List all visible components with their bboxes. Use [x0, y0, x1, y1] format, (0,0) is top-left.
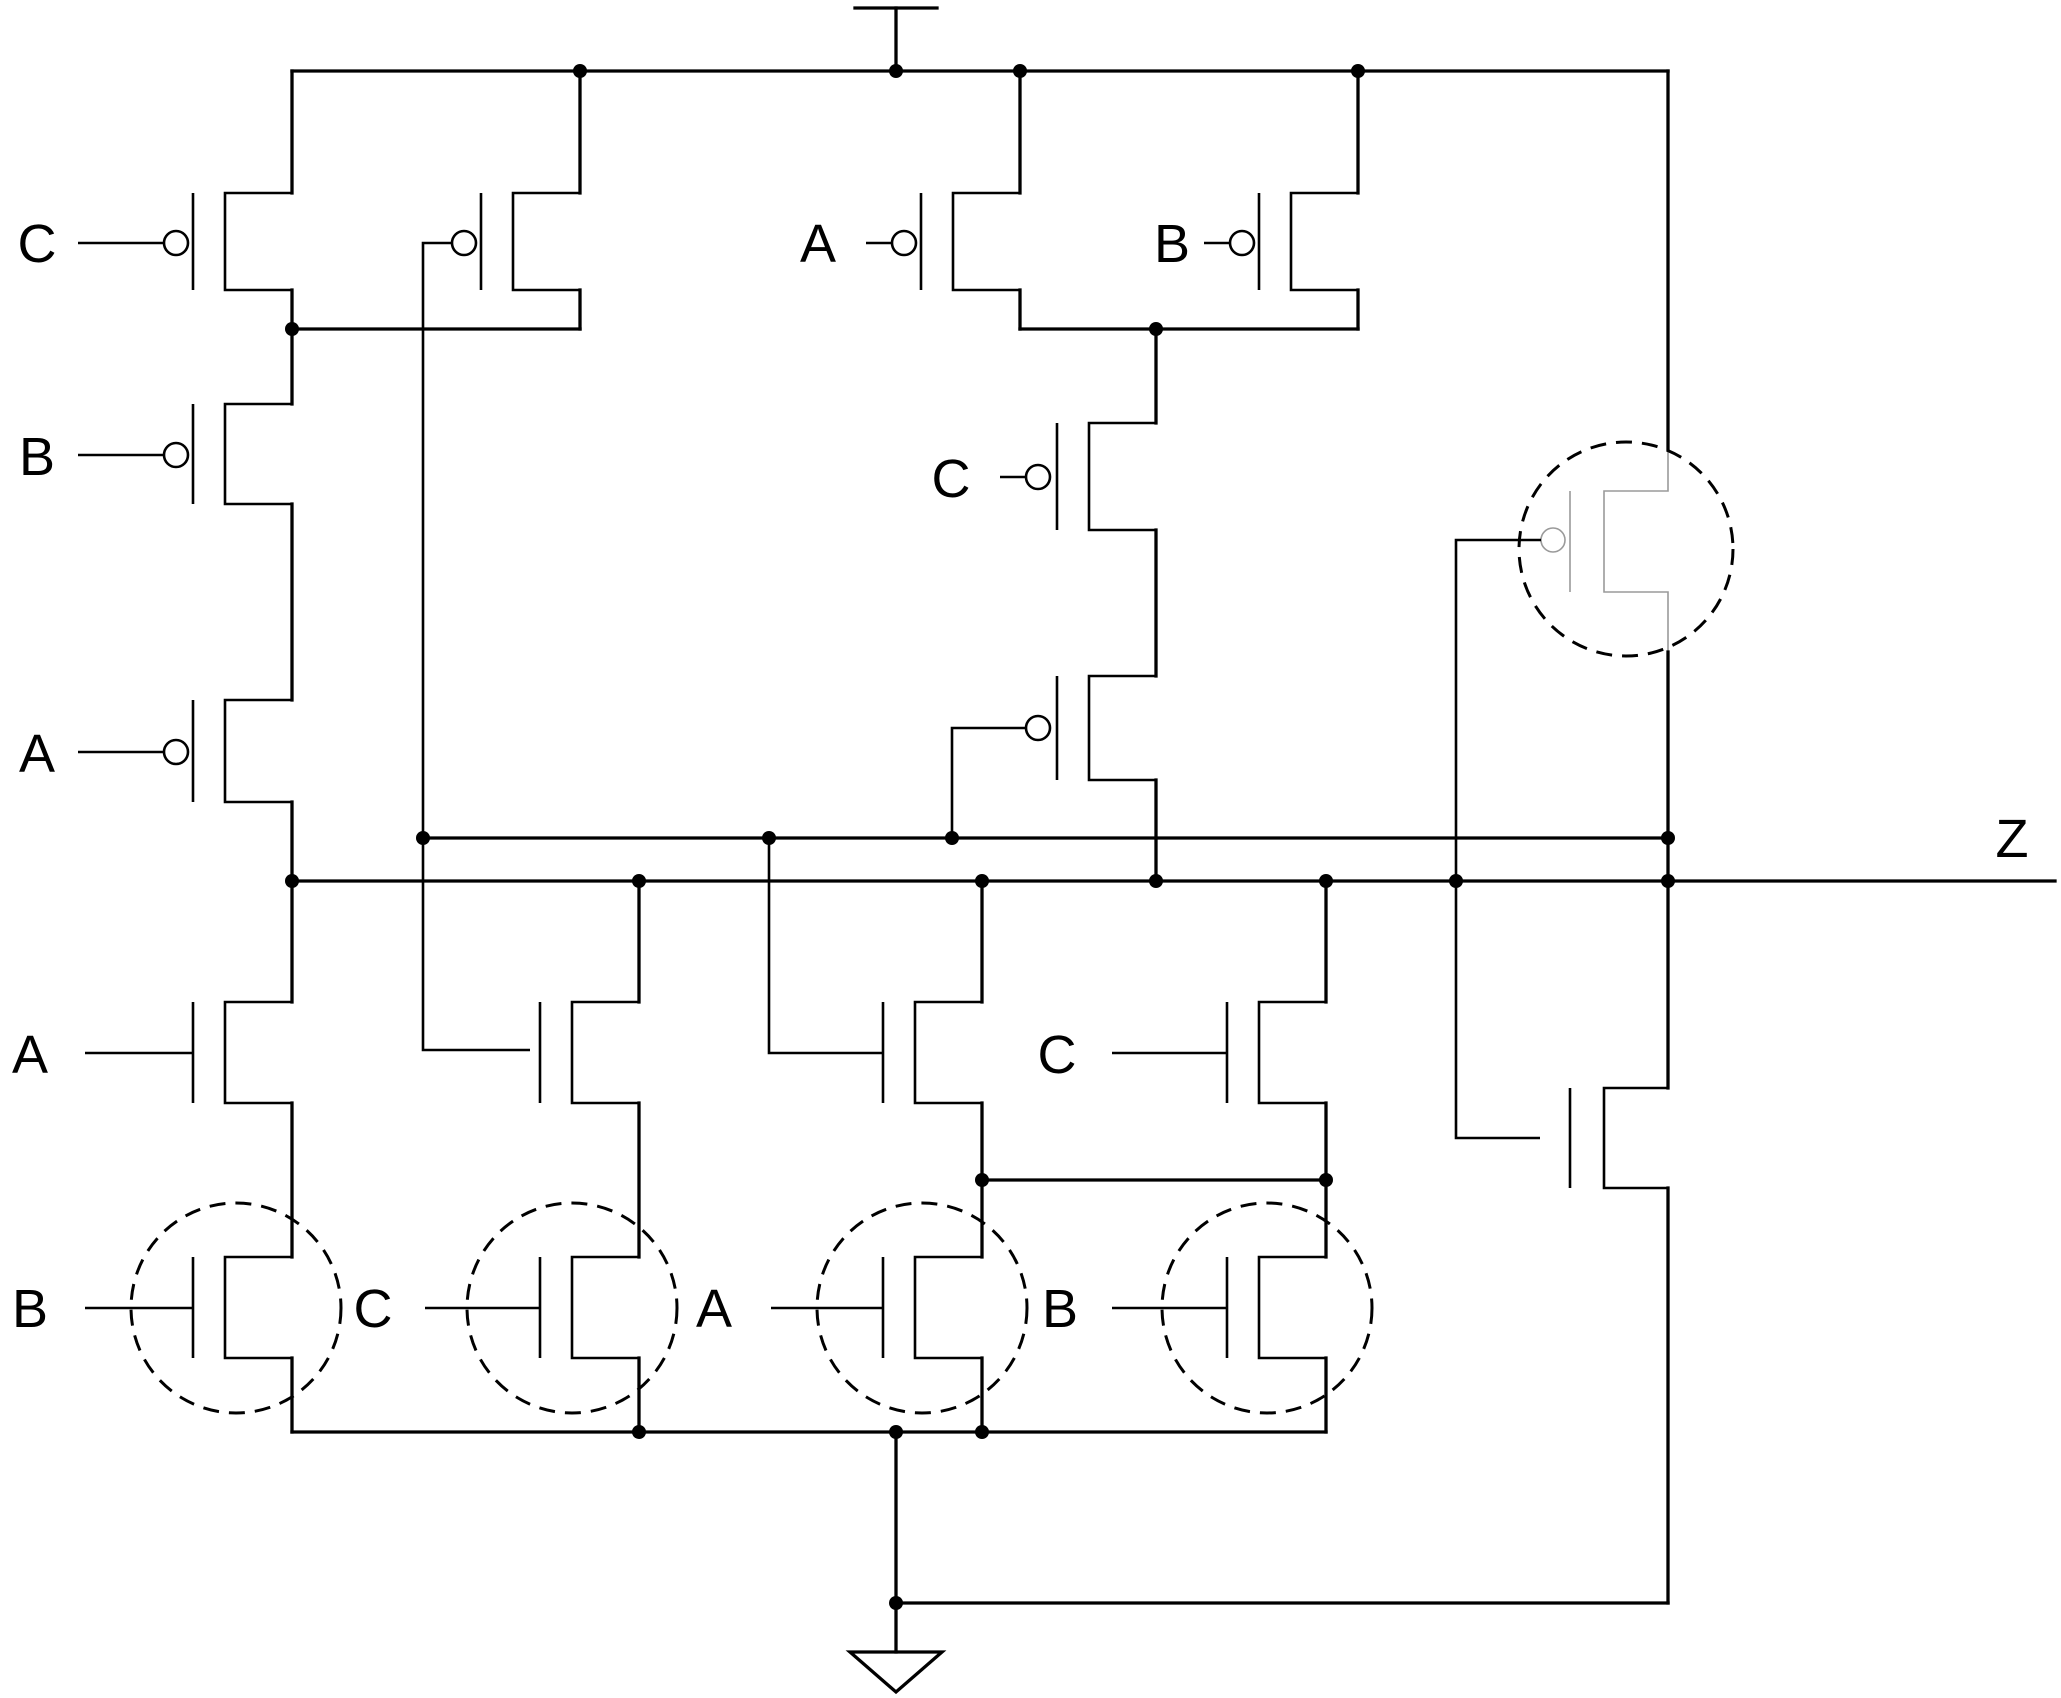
pmos-series-c — [950, 327, 1158, 883]
pmos-input-label-c2: C — [932, 449, 971, 509]
nmos-input-label-b: B — [12, 1279, 48, 1339]
nmos-branch-3 — [767, 838, 1029, 1434]
nmos-stack-left — [85, 879, 343, 1434]
pmos-stack-left — [78, 69, 294, 883]
nmos-input-label-c: C — [1038, 1025, 1077, 1085]
nmos-branch-2 — [425, 879, 679, 1434]
output-label-z: Z — [1996, 809, 2029, 869]
pmos-input-label-b2: B — [1154, 214, 1190, 274]
pmos-parallel-ab — [866, 69, 1360, 331]
vdd-symbol — [853, 6, 939, 73]
junction-dots — [285, 64, 1675, 1610]
nmos-input-label-b2: B — [1042, 1279, 1078, 1339]
pmos-input-label-a: A — [19, 724, 55, 784]
nmos-branch-4 — [980, 879, 1374, 1434]
ground-symbol — [845, 1430, 947, 1695]
pmos-output-circled — [1454, 69, 1735, 1140]
nmos-input-label-c2: C — [354, 1279, 393, 1339]
pmos-input-label-c: C — [18, 214, 57, 274]
pmos-input-label-b: B — [19, 427, 55, 487]
nmos-input-label-a: A — [12, 1025, 48, 1085]
nmos-input-label-a2: A — [696, 1279, 732, 1339]
nmos-output — [1568, 1086, 1670, 1605]
pmos-feedback — [421, 69, 582, 1052]
pmos-input-label-a2: A — [800, 214, 836, 274]
